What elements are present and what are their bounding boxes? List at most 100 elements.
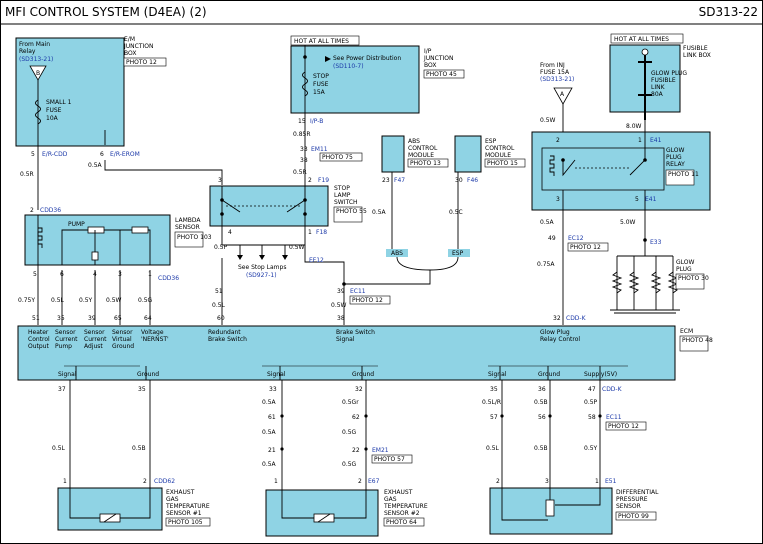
wire-dp-gnd2: 0.5B: [534, 445, 548, 452]
fusible-link-2: LINK BOX: [683, 52, 711, 59]
ec11-top-photo: PHOTO 12: [352, 297, 383, 304]
em-jb-label-1: E/M: [124, 36, 135, 43]
dp-label-2: PRESSURE: [616, 496, 648, 503]
glow-plug-conn: E33: [650, 239, 662, 246]
dp-pin-3: 3: [545, 478, 549, 485]
fusible-link-1: FUSIBLE: [683, 45, 708, 52]
ecm-out-signal-3: Signal: [488, 371, 507, 378]
wire-lambda-3: 0.5Y: [79, 297, 93, 304]
esp-label-2: CONTROL: [485, 145, 515, 152]
wire-glow-fuse-out: 8.0W: [626, 123, 642, 130]
glow-plugs: E33 GLOW PLUG PHOTO 30: [610, 238, 709, 314]
ecm-pin-60: 60: [217, 315, 225, 322]
em21-photo: PHOTO 57: [374, 456, 405, 463]
ecm-in-pump-3: Pump: [55, 343, 72, 350]
abs-label-1: ABS: [408, 138, 420, 145]
em21-conn: EM21: [372, 447, 389, 454]
main-relay-line1: From Main: [19, 41, 50, 48]
wire-glow-in: 0.5W: [540, 117, 556, 124]
lambda-heater-icon: [37, 227, 43, 248]
em11-photo: PHOTO 75: [322, 154, 353, 161]
ecm-in-redundant-2: Brake Switch: [208, 336, 247, 343]
wire-lambda-2: 0.5L: [51, 297, 65, 304]
wire-exh2-gnd0: 0.5Gr: [342, 399, 359, 406]
wire-exh2-sig3: 0.5A: [262, 461, 277, 468]
ecm-pin-38: 38: [337, 315, 345, 322]
ec12-photo: PHOTO 12: [570, 244, 601, 251]
em-jb-label-3: BOX: [124, 50, 136, 57]
exh2-label-4: SENSOR #2: [384, 510, 420, 517]
wire-stop-in: 0.5R: [293, 169, 307, 176]
abs-tag: ABS: [391, 250, 403, 257]
em11-pin-38: 38: [300, 157, 308, 164]
stop-photo: PHOTO 55: [336, 208, 367, 215]
em-jb-photo: PHOTO 12: [126, 59, 157, 66]
ecm-bpin-33: 33: [269, 386, 277, 393]
wire-dp-sig2: 0.5L: [486, 445, 500, 452]
esp-photo: PHOTO 15: [487, 160, 518, 167]
ecm-out-ground-2: Ground: [352, 371, 374, 378]
ec11-b-pin-61: 61: [268, 414, 276, 421]
inj-fuse-from-1: From INJ: [540, 62, 565, 69]
esp-label-1: ESP: [485, 138, 497, 145]
ef12-conn: EF12: [309, 257, 324, 264]
ip-junction-box: HOT AT ALL TIMES See Power Distribution …: [290, 35, 465, 114]
stop-label-3: SWITCH: [334, 199, 358, 206]
esp-pin: 30: [455, 177, 463, 184]
ecm-in-brake-1: Brake Switch: [336, 329, 375, 336]
wire-exh2-sig0: 0.5A: [262, 399, 277, 406]
ip-pin: 15: [298, 118, 306, 125]
ecm-in-nernst-2: 'NERNST': [141, 336, 169, 343]
wire-abs: 0.5A: [372, 209, 387, 216]
wire-exh1-gnd: 0.5B: [132, 445, 146, 452]
ecm-pin-51: 51: [32, 315, 40, 322]
ec11-b-conn: EC11: [606, 414, 622, 421]
abs-conn: F47: [394, 177, 405, 184]
em11-conn: EM11: [311, 146, 328, 153]
glow-plug2-icon: [628, 271, 640, 294]
wire-lambda-4: 0.5W: [106, 297, 122, 304]
ip-label-3: BOX: [424, 62, 436, 69]
inj-fuse-from-2: FUSE 15A: [540, 69, 570, 76]
glow-fuse-2: FUSIBLE: [651, 77, 676, 84]
glow-relay-photo: PHOTO 11: [668, 171, 699, 178]
stop-fuse-l3: 15A: [313, 89, 326, 96]
ecm-bpin-36: 36: [538, 386, 546, 393]
main-relay-ref: (SD313-21): [19, 56, 53, 63]
lambda-photo: PHOTO 103: [177, 234, 212, 241]
dp-conn: E51: [605, 478, 617, 485]
exh1-photo: PHOTO 105: [168, 519, 203, 526]
stop-pin-3: 3: [218, 177, 222, 184]
exh1-label-2: GAS: [166, 496, 179, 503]
ec11-top-pin-39: 39: [337, 288, 345, 295]
dp-photo: PHOTO 99: [618, 513, 649, 520]
ecm-in-pump-2: Current: [55, 336, 78, 343]
abs-control-module: ABS CONTROL MODULE PHOTO 13: [381, 135, 449, 173]
lambda-label-1: LAMBDA: [175, 217, 201, 224]
ecm-out-supply: Supply(5V): [584, 371, 617, 378]
main-relay-arrow-icon: [29, 65, 47, 81]
glow-conn-bottom: E41: [645, 196, 657, 203]
glow-hot-label: HOT AT ALL TIMES: [614, 36, 669, 43]
wire-dp-sig: 0.5L/R: [482, 399, 501, 406]
glow-relay-label-1: GLOW: [666, 147, 685, 154]
wire-glow-ctrl: 0.5A: [540, 219, 555, 226]
see-power-ref: (SD110-7): [333, 63, 364, 70]
glow-plug-relay: From INJ FUSE 15A (SD313-21) A 0.5W HOT …: [531, 33, 711, 211]
lambda-pump-label: PUMP: [68, 221, 85, 228]
stop-conn-top: F19: [318, 177, 329, 184]
main-relay-arrow-letter: B: [36, 70, 40, 77]
ip-label-2: JUNCTION: [423, 55, 453, 62]
ecm-in-heater-2: Control: [28, 336, 50, 343]
dp-label-1: DIFFERENTIAL: [616, 489, 659, 496]
stop-pin-4: 4: [228, 229, 232, 236]
wire-lambda-5: 0.5G: [138, 297, 153, 304]
differential-pressure-sensor: 2 3 1 E51 DIFFERENTIAL PRESSURE SENSOR P…: [489, 478, 659, 535]
glow-plug3-icon: [650, 271, 662, 294]
glow-relay-coil-icon: [549, 155, 555, 176]
exh1-label-4: SENSOR #1: [166, 510, 202, 517]
esp-label-3: MODULE: [485, 152, 511, 159]
ecm-in-vground-1: Sensor: [112, 329, 133, 336]
